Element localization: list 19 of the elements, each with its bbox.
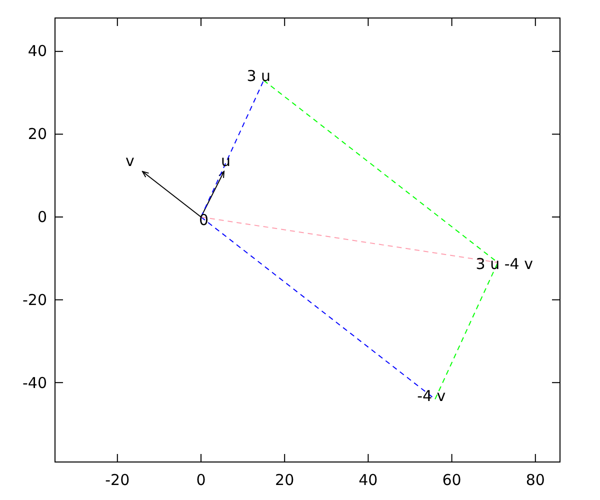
point-label: 3 u -4 v	[476, 256, 533, 272]
x-tick-label: 60	[442, 472, 462, 488]
point-label: u	[220, 153, 230, 170]
y-tick-label: 40	[28, 43, 47, 60]
vector-arrow	[142, 170, 202, 218]
x-tick-label: 0	[196, 472, 206, 488]
point-label: v	[125, 153, 134, 170]
y-tick-label: 0	[37, 209, 47, 225]
x-tick-label: 80	[526, 472, 545, 488]
connector-line	[200, 216, 498, 264]
point-label: 3 u	[246, 68, 271, 84]
x-tick-label: -20	[105, 472, 130, 488]
y-tick-label: -40	[22, 374, 47, 391]
y-tick-label: 20	[28, 126, 47, 142]
connector-line	[434, 262, 498, 400]
x-tick-label: 20	[275, 472, 294, 488]
x-tick-label: 40	[358, 472, 378, 488]
point-label: -4 v	[417, 388, 446, 404]
y-tick-label: -20	[22, 292, 47, 308]
